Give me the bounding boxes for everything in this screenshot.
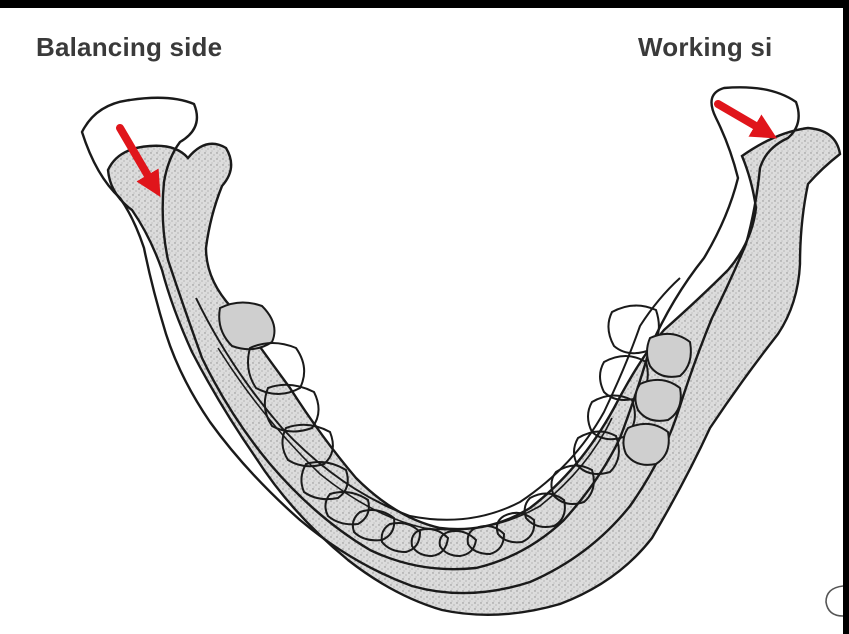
- mandible-diagram: [0, 8, 843, 634]
- working-side-label: Working si: [638, 32, 772, 63]
- balancing-side-label: Balancing side: [36, 32, 222, 63]
- working-arrow-icon: [718, 104, 766, 132]
- diagram-canvas: Balancing side Working si: [0, 8, 843, 634]
- partial-circle-glyph: [826, 586, 843, 616]
